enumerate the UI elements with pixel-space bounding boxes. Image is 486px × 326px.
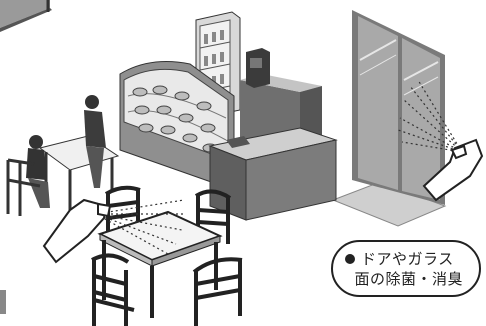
bullet-dot-icon — [345, 254, 355, 264]
chair-back-right — [194, 189, 232, 244]
front-table-with-chairs — [91, 185, 243, 326]
chair-front-left — [91, 253, 135, 326]
glass-door — [352, 10, 445, 205]
callout-text-1: ドアやガラス — [361, 250, 454, 268]
front-counter — [208, 127, 338, 221]
table-spray — [42, 198, 186, 264]
chair-front-right — [192, 257, 243, 326]
left-table-with-people — [6, 95, 120, 216]
door-spray — [397, 79, 484, 202]
register — [226, 136, 250, 148]
callout-bubble: ドアやガラス 面の除菌・消臭 — [331, 240, 481, 297]
window-corner — [0, 0, 52, 32]
spray-bottle-icon — [42, 198, 112, 264]
spray-bottle-icon — [422, 138, 484, 202]
coffee-machine — [246, 48, 270, 88]
callout-line-1: ドアやガラス — [345, 249, 469, 269]
floor-mat — [331, 181, 447, 227]
pastry-showcase — [119, 61, 235, 191]
callout-text-2: 面の除菌・消臭 — [354, 270, 463, 288]
edge-fragment — [0, 290, 6, 314]
